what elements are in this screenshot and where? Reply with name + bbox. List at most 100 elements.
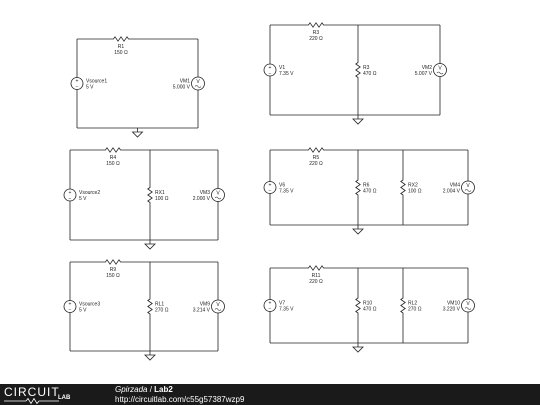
meter-wave [464,189,472,192]
series-resistor-value: 150 Ω [106,273,120,279]
meter-value: 2.004 V [443,189,461,195]
load-resistor-label: RL1 [155,302,164,308]
meter-label: VM1 [180,79,191,85]
voltage-source-icon [263,63,277,77]
minus-sign: − [269,189,272,195]
circuit-url[interactable]: http://circuitlab.com/c55g57387wzp9 [115,395,245,404]
source-value: 7.35 V [279,71,294,77]
load-resistor-value: 470 Ω [363,189,377,195]
voltmeter-icon [211,188,225,202]
series-resistor-label: R11 [312,273,321,279]
resistor-symbol [355,295,361,316]
plus-sign: + [269,65,272,71]
voltmeter-glyph: V [466,183,470,189]
voltage-source-icon [263,299,277,312]
meter-value: 3.220 V [443,307,461,313]
series-resistor-label: R3 [313,30,320,36]
meter-wave [214,196,222,200]
resistor-symbol [306,265,326,271]
source-label: V1 [279,65,285,71]
source-label: V7 [279,301,285,307]
series-resistor-label: R4 [110,155,117,161]
source-label: Vsource3 [79,302,100,308]
resistor-symbol [306,22,326,28]
meter-label: VM2 [422,65,433,71]
author-name[interactable]: Gpirzada [115,385,148,394]
ground-icon [144,243,156,250]
voltmeter-icon [461,180,475,195]
voltmeter-glyph: V [438,66,442,72]
source-label: Vsource1 [86,79,107,85]
footer-title: Gpirzada / Lab2 [115,385,173,394]
plus-sign: + [269,183,272,189]
series-resistor-value: 220 Ω [309,161,323,167]
ground-icon [352,228,364,235]
ground-icon [352,346,364,353]
resistor-symbol [355,177,361,198]
voltage-source-icon [63,188,77,202]
resistor-symbol [400,295,406,316]
load-resistor-value: 100 Ω [408,189,422,195]
source-value: 7.35 V [279,307,294,313]
resistor-symbol [355,60,361,80]
load-resistor-label: RX2 [408,183,418,189]
series-resistor-label: R5 [313,155,320,161]
load-resistor-label: RL2 [408,301,417,307]
ground-icon [144,354,156,361]
meter-label: VM9 [200,302,211,308]
footer-bar: CIRCUIT LAB Gpirzada / Lab2 http://circu… [0,384,540,405]
resistor-symbol [111,36,131,42]
voltmeter-icon [433,63,447,77]
minus-sign: − [69,196,72,202]
plus-sign: + [269,301,272,307]
source-label: V6 [279,183,285,189]
ground-icon [352,118,364,125]
meter-wave [214,308,222,311]
logo-wire-icon [4,398,59,404]
load-resistor-value: 270 Ω [408,307,422,313]
series-resistor-value: 150 Ω [114,50,128,56]
voltmeter-icon [191,76,205,91]
load-resistor-value: 470 Ω [363,307,377,313]
resistor-symbol [306,147,326,153]
source-value: 7.35 V [279,189,294,195]
voltage-source-icon [70,77,84,90]
circuitlab-logo[interactable]: CIRCUIT [4,385,60,399]
title-separator: / [147,385,155,394]
series-resistor-label: R9 [110,267,117,273]
resistor-symbol [103,147,123,153]
meter-value: 3.214 V [193,308,211,314]
circuit-name[interactable]: Lab2 [154,385,173,394]
load-resistor-value: 270 Ω [155,308,169,314]
resistor-symbol [400,177,406,198]
series-resistor-value: 220 Ω [309,36,323,42]
source-value: 5 V [79,196,87,202]
plus-sign: + [69,190,72,196]
load-resistor-label: RX1 [155,190,165,196]
logo-lab-text: LAB [58,395,71,401]
source-label: Vsource2 [79,190,100,196]
ground-icon [131,131,144,138]
load-resistor-value: 100 Ω [155,196,169,202]
load-resistor-label: R6 [363,183,370,189]
voltmeter-glyph: V [216,191,220,197]
resistor-symbol [103,259,123,265]
meter-label: VM4 [450,183,461,189]
voltmeter-icon [211,299,225,314]
meter-wave [464,307,472,310]
minus-sign: − [76,85,79,91]
voltmeter-glyph: V [216,302,220,308]
source-value: 5 V [79,308,87,314]
meter-value: 5.007 V [415,71,433,77]
resistor-symbol [147,296,153,317]
minus-sign: − [269,307,272,313]
series-resistor-value: 220 Ω [309,279,323,285]
voltmeter-glyph: V [466,301,470,307]
